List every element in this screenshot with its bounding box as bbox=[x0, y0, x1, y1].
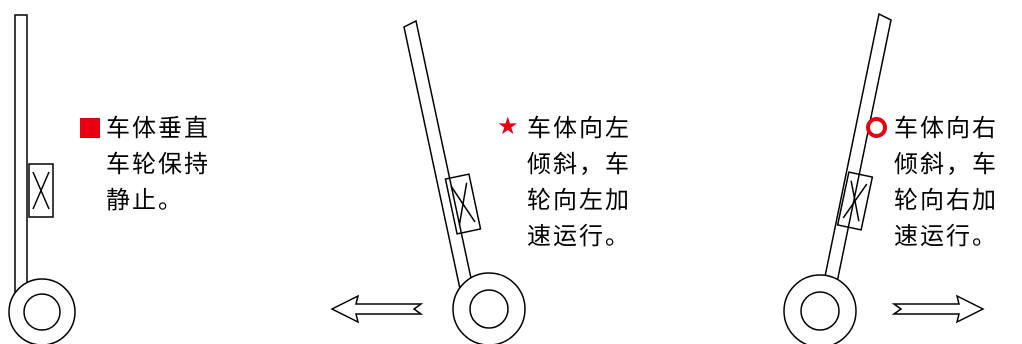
caption-line: 车体向右 bbox=[894, 114, 998, 142]
caption-line: 车体垂直 bbox=[106, 114, 210, 142]
red-star-marker: ★ bbox=[497, 112, 521, 140]
red-circle-marker bbox=[866, 117, 887, 138]
vehicle-body bbox=[403, 19, 476, 305]
caption-line: 车体向左 bbox=[527, 114, 631, 142]
wheel bbox=[8, 278, 76, 344]
caption-tilt-left: ★ 车体向左 倾斜，车 轮向左加 速运行。 bbox=[497, 110, 631, 254]
vehicle-body bbox=[14, 14, 28, 299]
caption-tilt-right: 车体向右 倾斜，车 轮向右加 速运行。 bbox=[864, 110, 998, 254]
vehicle-tilted-left bbox=[403, 19, 526, 344]
caption-line: 倾斜，车 bbox=[527, 150, 631, 178]
caption-line: 倾斜，车 bbox=[894, 150, 998, 178]
vehicle-upright bbox=[8, 14, 76, 344]
battery-box bbox=[836, 171, 874, 231]
arrow-left-icon bbox=[330, 294, 424, 324]
wheel bbox=[783, 274, 857, 344]
arrow-right-icon bbox=[891, 294, 985, 324]
battery-box bbox=[444, 173, 482, 235]
caption-line: 轮向右加 bbox=[894, 186, 998, 214]
caption-line: 速运行。 bbox=[527, 222, 631, 250]
caption-line: 车轮保持 bbox=[106, 150, 210, 178]
battery-box bbox=[28, 163, 54, 218]
caption-line: 静止。 bbox=[106, 186, 184, 214]
caption-line: 轮向左加 bbox=[527, 186, 631, 214]
red-square-marker bbox=[80, 118, 100, 138]
wheel bbox=[452, 272, 526, 344]
caption-upright: 车体垂直 车轮保持 静止。 bbox=[76, 110, 210, 218]
caption-line: 速运行。 bbox=[894, 222, 998, 250]
vehicle-tilted-right bbox=[783, 12, 892, 344]
